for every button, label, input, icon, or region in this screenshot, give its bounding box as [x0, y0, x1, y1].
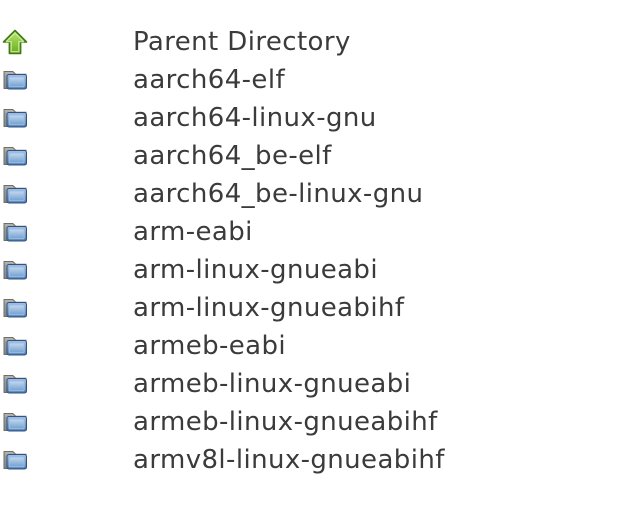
directory-entry-row: arm-eabi: [0, 213, 637, 251]
directory-link[interactable]: aarch64-linux-gnu: [133, 103, 377, 133]
folder-icon: [2, 409, 28, 435]
directory-link[interactable]: aarch64-elf: [133, 65, 285, 95]
folder-icon: [2, 143, 28, 169]
folder-icon: [2, 181, 28, 207]
directory-link[interactable]: aarch64_be-linux-gnu: [133, 179, 424, 209]
directory-link[interactable]: armeb-eabi: [133, 331, 287, 361]
directory-link[interactable]: armeb-linux-gnueabi: [133, 369, 412, 399]
folder-icon: [2, 105, 28, 131]
directory-entry-row: armv8l-linux-gnueabihf: [0, 441, 637, 479]
directory-entry-row: aarch64-linux-gnu: [0, 99, 637, 137]
folder-icon: [2, 447, 28, 473]
directory-entry-row: arm-linux-gnueabihf: [0, 289, 637, 327]
directory-entry-row: armeb-linux-gnueabi: [0, 365, 637, 403]
parent-directory-row: Parent Directory: [0, 23, 637, 61]
directory-link[interactable]: armv8l-linux-gnueabihf: [133, 445, 445, 475]
directory-link[interactable]: arm-linux-gnueabi: [133, 255, 378, 285]
up-arrow-icon: [2, 29, 28, 55]
parent-directory-link[interactable]: Parent Directory: [133, 27, 351, 57]
folder-icon: [2, 295, 28, 321]
folder-icon: [2, 371, 28, 397]
directory-link[interactable]: arm-linux-gnueabihf: [133, 293, 405, 323]
directory-entry-row: armeb-linux-gnueabihf: [0, 403, 637, 441]
directory-entry-row: arm-linux-gnueabi: [0, 251, 637, 289]
directory-entry-row: armeb-eabi: [0, 327, 637, 365]
folder-icon: [2, 333, 28, 359]
folder-icon: [2, 219, 28, 245]
directory-link[interactable]: arm-eabi: [133, 217, 253, 247]
folder-icon: [2, 67, 28, 93]
directory-link[interactable]: armeb-linux-gnueabihf: [133, 407, 438, 437]
directory-entry-row: aarch64-elf: [0, 61, 637, 99]
directory-entry-row: aarch64_be-linux-gnu: [0, 175, 637, 213]
directory-link[interactable]: aarch64_be-elf: [133, 141, 332, 171]
folder-icon: [2, 257, 28, 283]
directory-entry-row: aarch64_be-elf: [0, 137, 637, 175]
